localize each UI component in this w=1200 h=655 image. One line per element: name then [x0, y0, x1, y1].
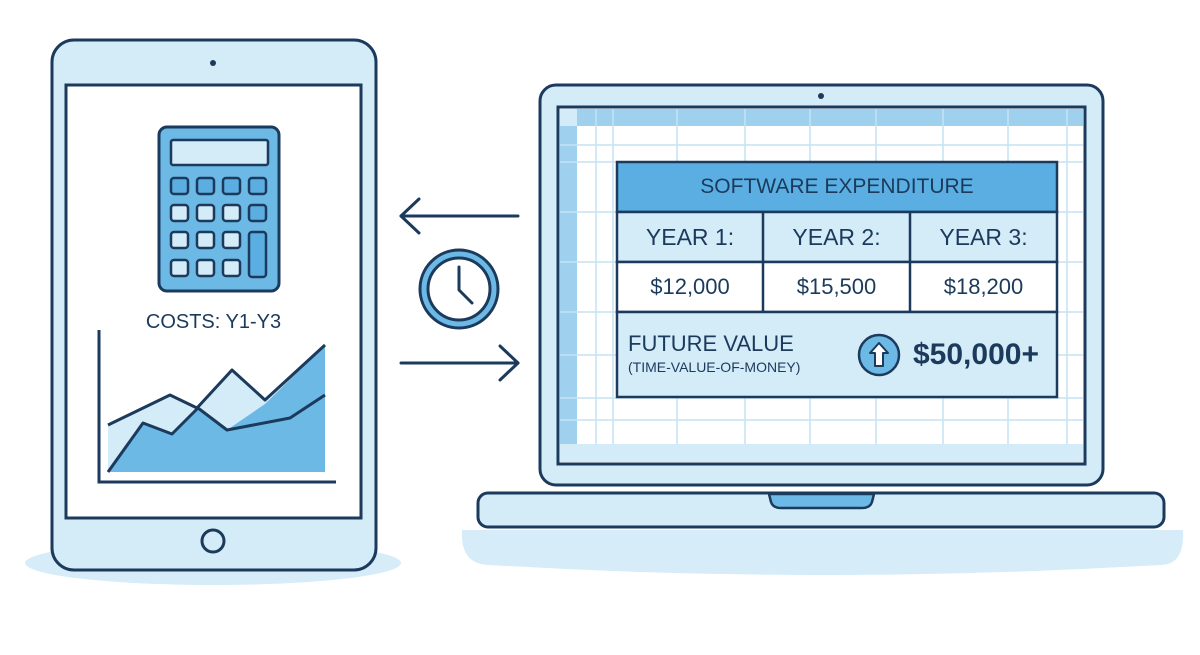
tablet-camera — [210, 60, 216, 66]
arrow-right-icon — [399, 344, 520, 382]
arrow-left-icon — [399, 197, 520, 235]
clock-icon — [418, 248, 500, 330]
home-button-icon[interactable] — [200, 528, 226, 554]
future-value-amount: $50,000+ — [913, 338, 1039, 371]
arrow-up-circle-icon — [857, 333, 901, 377]
chart-title: COSTS: Y1-Y3 — [145, 311, 282, 333]
header-year-1: YEAR 1: — [645, 223, 735, 250]
laptop-camera — [818, 93, 824, 99]
laptop-shadow — [461, 530, 1184, 575]
value-year-3: $18,200 — [943, 274, 1024, 299]
value-year-2: $15,500 — [796, 274, 877, 299]
expenditure-table-frame — [615, 160, 1059, 399]
table-title: SOFTWARE EXPENDITURE — [700, 175, 974, 198]
future-value-sublabel: (TIME-VALUE-OF-MONEY) — [628, 359, 801, 375]
value-year-1: $12,000 — [650, 274, 730, 299]
laptop-notch — [767, 492, 876, 510]
header-year-3: YEAR 3: — [939, 223, 1028, 250]
calculator-icon — [157, 125, 281, 293]
cost-area-chart — [97, 330, 336, 484]
future-value-label: FUTURE VALUE — [628, 331, 794, 356]
header-year-2: YEAR 2: — [792, 223, 881, 250]
